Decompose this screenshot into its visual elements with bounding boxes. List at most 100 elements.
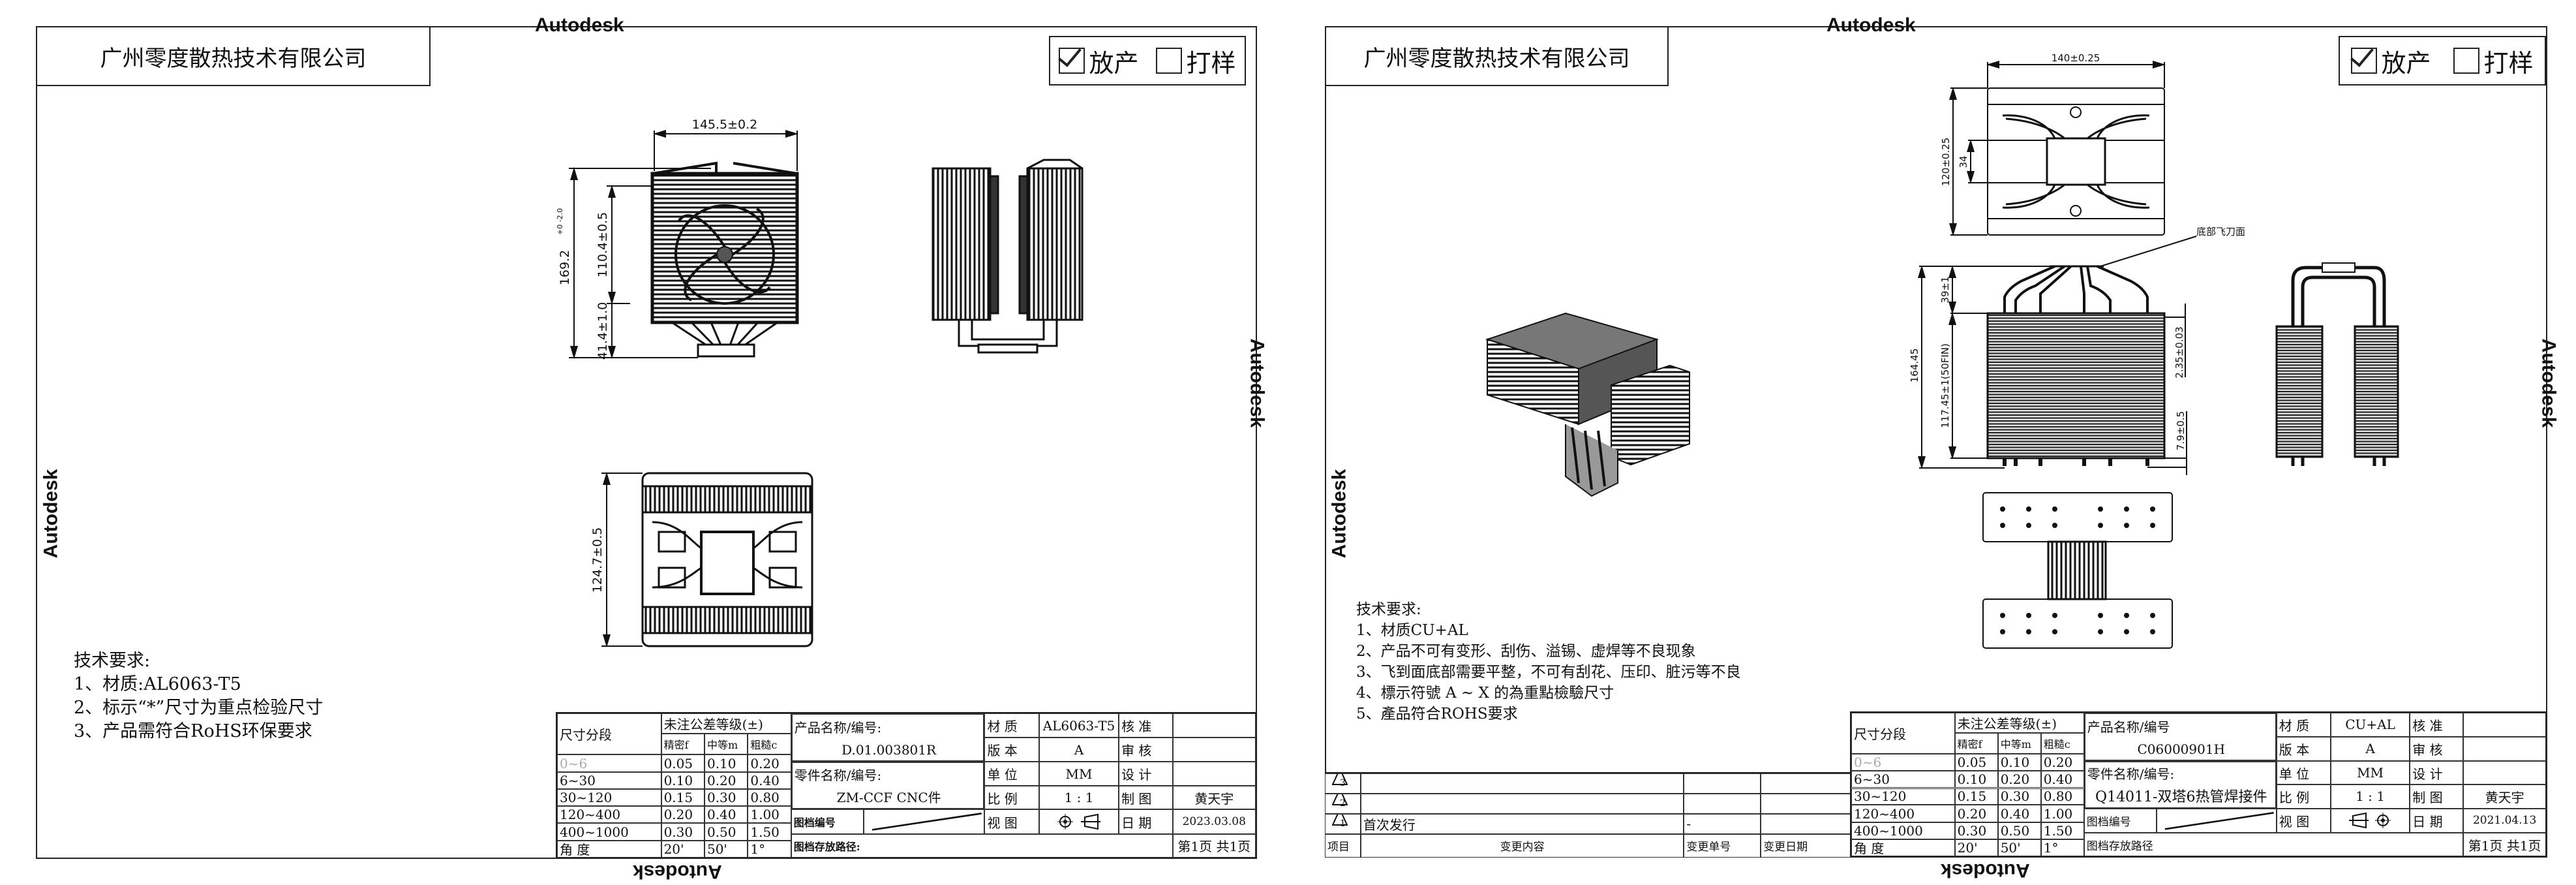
col-coarse: 粗糙c bbox=[2040, 733, 2084, 754]
company-name-box: 广州零度散热技术有限公司 bbox=[36, 26, 431, 86]
page-number: 第1页 共1页 bbox=[1172, 833, 1256, 858]
tol-m: 0.20 bbox=[704, 771, 748, 790]
tol-f: 0.10 bbox=[1954, 771, 1998, 788]
revision-mark: 3 bbox=[1325, 773, 1361, 794]
sample-label: 打样 bbox=[2483, 48, 2534, 78]
tol-range: 400~1000 bbox=[1851, 822, 1955, 839]
dim-pipe-height: 39±1 bbox=[1939, 276, 1951, 303]
version-value: A bbox=[2330, 736, 2410, 761]
revision-number-cell: - bbox=[1684, 813, 1761, 834]
mass-production-checkbox[interactable] bbox=[2351, 48, 2378, 74]
tol-range: 120~400 bbox=[557, 806, 661, 824]
dim-height-tolerance: +0 -2.0 bbox=[556, 208, 564, 235]
watermark-top: Autodesk bbox=[535, 14, 624, 36]
dim-fin-height: 110.4±0.5 bbox=[596, 212, 610, 278]
version-value: A bbox=[1038, 738, 1119, 762]
company-name: 广州零度散热技术有限公司 bbox=[100, 45, 367, 72]
release-status-box: 放产 打样 bbox=[2339, 36, 2546, 85]
tol-range: 角 度 bbox=[1851, 839, 1955, 856]
tol-c: 1.00 bbox=[2040, 805, 2084, 822]
field-label: 日 期 bbox=[1119, 809, 1173, 834]
revision-content bbox=[1360, 773, 1684, 794]
note-item: 3、产品需符合RoHS环保要求 bbox=[74, 721, 312, 741]
watermark-left: Autodesk bbox=[1328, 469, 1350, 559]
field-label: 材 质 bbox=[2276, 713, 2331, 737]
note-item: 5、產品符合ROHS要求 bbox=[1356, 706, 1518, 722]
note-item: 1、材质CU+AL bbox=[1356, 622, 1468, 639]
notes-title: 技术要求: bbox=[74, 651, 151, 671]
dim-depth: 120±0.25 bbox=[1940, 138, 1952, 187]
revision-date bbox=[1761, 813, 1851, 834]
col-fine: 精密f bbox=[661, 734, 705, 755]
tol-range: 6~30 bbox=[557, 771, 661, 790]
note-item: 3、飞到面底部需要平整，不可有刮花、压印、脏污等不良 bbox=[1356, 664, 1741, 681]
header-item: 项目 bbox=[1325, 833, 1361, 858]
first-angle-projection-icon bbox=[2348, 813, 2391, 829]
dim-base-height: 41.4±1.0 bbox=[596, 302, 610, 360]
right-front-view bbox=[1918, 265, 2187, 475]
revision-triangle-icon bbox=[1331, 814, 1348, 826]
sample-checkbox[interactable] bbox=[1156, 48, 1183, 74]
tol-range: 0~6 bbox=[557, 754, 661, 772]
mass-production-label: 放产 bbox=[1089, 48, 1139, 78]
note-item: 4、標示符號 A ~ X 的為重點檢驗尺寸 bbox=[1356, 685, 1614, 702]
field-label: 版 本 bbox=[984, 738, 1039, 762]
tol-c: 0.40 bbox=[2040, 771, 2084, 788]
part-label: 零件名称/编号: bbox=[2087, 766, 2175, 782]
tol-c: 0.40 bbox=[748, 771, 791, 790]
watermark-right: Autodesk bbox=[1246, 338, 1268, 428]
tol-c: 1° bbox=[748, 840, 791, 858]
tol-m: 0.30 bbox=[704, 789, 748, 807]
scale-value: 1 : 1 bbox=[2330, 784, 2410, 809]
sample-checkbox[interactable] bbox=[2453, 48, 2480, 74]
product-code: C06000901H bbox=[2137, 741, 2226, 757]
tol-range: 30~120 bbox=[1851, 788, 1955, 805]
product-label: 产品名称/编号: bbox=[794, 720, 882, 736]
field-label: 审 核 bbox=[2410, 736, 2464, 761]
revision-number: 3 bbox=[1339, 778, 1346, 789]
col-medium: 中等m bbox=[1997, 733, 2041, 754]
technical-requirements: 技术要求: 1、材质:AL6063-T5 2、标示“*”尺寸为重点检验尺寸 3、… bbox=[74, 649, 323, 743]
revision-triangle-icon bbox=[1331, 794, 1348, 806]
header-change-no: 变更单号 bbox=[1684, 833, 1761, 858]
field-label: 比 例 bbox=[2276, 784, 2331, 809]
tol-m: 0.40 bbox=[1997, 805, 2041, 822]
left-top-view bbox=[601, 472, 813, 647]
tol-f: 0.05 bbox=[1954, 754, 1998, 771]
field-label: 视 图 bbox=[2276, 808, 2331, 833]
watermark-left: Autodesk bbox=[40, 469, 62, 559]
tolerance-grade-header: 未注公差等级(±) bbox=[1954, 713, 2084, 734]
left-side-view bbox=[932, 159, 1083, 354]
doc-number-label: 图档编号 bbox=[2084, 808, 2157, 833]
part-name-cell: 零件名称/编号:Q14011-双塔6热管焊接件 bbox=[2084, 760, 2277, 809]
field-label: 制 图 bbox=[1119, 785, 1173, 810]
mass-production-label: 放产 bbox=[2381, 48, 2431, 78]
revision-number-cell bbox=[1684, 773, 1761, 794]
part-name: ZM-CCF CNC件 bbox=[836, 790, 941, 806]
dim-fin-stack: 117.45±1(50FIN) bbox=[1939, 343, 1951, 428]
diagonal-slash bbox=[871, 813, 982, 831]
diagonal-slash bbox=[2164, 811, 2274, 830]
col-medium: 中等m bbox=[704, 734, 748, 755]
watermark-top: Autodesk bbox=[1826, 14, 1916, 36]
revision-mark: 2 bbox=[1325, 793, 1361, 814]
field-label: 材 质 bbox=[984, 713, 1039, 738]
projection-symbol bbox=[2330, 808, 2410, 833]
revision-content: 首次发行 bbox=[1360, 813, 1684, 834]
header-change-date: 变更日期 bbox=[1761, 833, 1851, 858]
tol-range: 0~6 bbox=[1851, 754, 1955, 771]
watermark-right: Autodesk bbox=[2538, 338, 2560, 428]
tol-c: 0.80 bbox=[2040, 788, 2084, 805]
doc-path-label: 图档存放路径 bbox=[2084, 833, 2464, 856]
notes-title: 技术要求: bbox=[1356, 601, 1421, 618]
doc-number-value bbox=[2156, 808, 2277, 833]
revision-number: 1 bbox=[1339, 818, 1346, 830]
scale-value: 1 : 1 bbox=[1038, 785, 1119, 810]
tol-c: 1.50 bbox=[748, 823, 791, 841]
field-label: 设 计 bbox=[1119, 762, 1173, 786]
release-status-box: 放产 打样 bbox=[1049, 36, 1246, 85]
mass-production-checkbox[interactable] bbox=[1059, 48, 1085, 74]
field-label: 版 本 bbox=[2276, 736, 2331, 761]
drafter-value: 黄天宇 bbox=[2463, 784, 2546, 809]
